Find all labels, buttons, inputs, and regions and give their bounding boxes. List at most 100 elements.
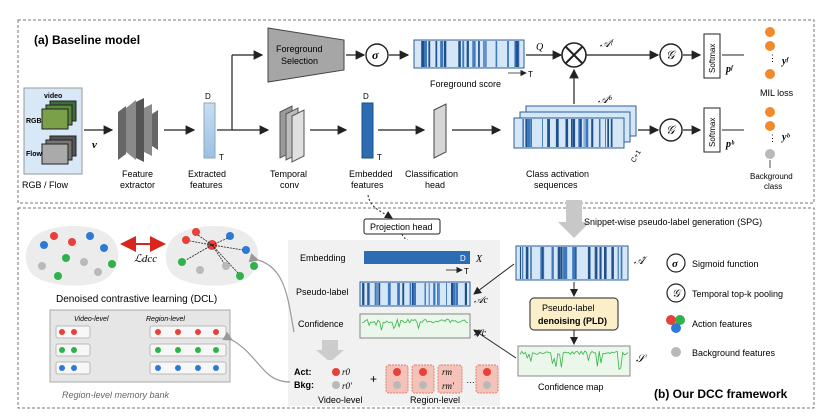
stripe (583, 119, 585, 147)
dcc-title: (b) Our DCC framework (654, 387, 788, 401)
flow-label: Flow (26, 151, 42, 158)
stripe (542, 119, 543, 147)
memory-dot (195, 329, 201, 335)
sigmoid-legend-symbol: σ (672, 258, 679, 270)
bkg-label: Bkg: (294, 380, 314, 390)
spg-arrow (558, 200, 590, 238)
stripe (565, 119, 569, 147)
pseudo-label-stripes (362, 283, 467, 305)
background-class-label-1: Background (750, 172, 793, 181)
confidence-label: Confidence (298, 319, 344, 329)
classification-head-block (433, 103, 447, 159)
stripe (478, 41, 480, 67)
fg-t-label: T (528, 70, 533, 79)
softmax-label-fg: Softmax (708, 44, 717, 73)
foreground-score-stripes (421, 41, 520, 67)
memory-dot (195, 347, 201, 353)
stripe (362, 283, 365, 305)
mb-video-level: Video-level (74, 316, 109, 323)
feature-extractor (118, 98, 158, 162)
embedded-t-label: T (377, 153, 382, 162)
stripe (579, 119, 582, 147)
memory-dot (175, 329, 181, 335)
rm-symbol: rm (442, 367, 453, 377)
stripe (522, 119, 524, 147)
extracted-features-bar (203, 102, 216, 159)
ac-symbol: 𝒜c (474, 295, 488, 306)
memory-dot (195, 365, 201, 371)
background-legend-label: Background features (692, 348, 776, 358)
foreground-selection-label-1: Foreground (276, 44, 323, 54)
baseline-title: (a) Baseline model (34, 33, 140, 47)
memory-cell (149, 361, 227, 375)
confidence-map-label: Confidence map (538, 382, 604, 392)
stripe (437, 283, 439, 305)
embed-to-projection-arrow (367, 194, 393, 219)
background-legend-icon (671, 347, 681, 357)
confidence-signal (361, 317, 469, 331)
stripe (557, 247, 561, 279)
ahat-symbol: 𝒜̂ (634, 255, 648, 267)
memory-dot (213, 365, 219, 371)
yb-symbol: yᵇ (781, 132, 790, 143)
stripe (428, 41, 431, 67)
pld-label-1: Pseudo-label (542, 303, 595, 313)
stripe (514, 41, 516, 67)
softmax-box-fg (703, 33, 721, 79)
action-legend-label: Action features (692, 319, 753, 329)
stripe (485, 41, 487, 67)
stripe (611, 247, 614, 279)
stripe (591, 119, 594, 147)
stripe (572, 247, 576, 279)
stripe (397, 283, 400, 305)
stripe (452, 283, 456, 305)
temporal-conv-label-1: Temporal (270, 169, 307, 179)
projection-head-label: Projection head (370, 222, 433, 232)
topk-legend-label: Temporal top-k pooling (692, 289, 783, 299)
stripe (551, 247, 554, 279)
action-legend-icon (666, 315, 685, 333)
stripe (587, 247, 591, 279)
stripe (543, 247, 545, 279)
stripe (467, 41, 469, 67)
mil-loss-label: MIL loss (760, 88, 794, 98)
memory-bank-rows (55, 325, 227, 375)
memory-dot (175, 347, 181, 353)
s-symbol: 𝒮 (636, 353, 648, 365)
stripe (555, 119, 559, 147)
stripe (530, 247, 532, 279)
memory-dot (155, 329, 161, 335)
stripe (446, 283, 447, 305)
dcl-cluster-left (25, 226, 119, 286)
stripe (595, 247, 598, 279)
stripe (541, 247, 543, 279)
stripe (598, 119, 601, 147)
memory-connector (222, 331, 291, 383)
pf-symbol: pᶠ (725, 64, 734, 75)
plus-sign: + (370, 372, 377, 386)
memory-dot (71, 347, 77, 353)
svg-text:⋮: ⋮ (768, 133, 777, 143)
topk-symbol-fg: 𝒢 (666, 48, 677, 62)
memory-bank-caption: Region-level memory bank (62, 390, 170, 400)
foreground-selection-label-2: Selection (281, 56, 318, 66)
pld-label-2: denoising (PLD) (538, 316, 607, 326)
stripe (464, 283, 467, 305)
embed-t-label: T (464, 267, 469, 276)
foreground-selection-block (267, 27, 345, 83)
v-symbol: v (92, 139, 97, 151)
stripe (565, 247, 568, 279)
stripe (424, 283, 426, 305)
stripe (528, 119, 531, 147)
spg-label: Snippet-wise pseudo-label generation (SP… (584, 217, 762, 227)
rmp-symbol: rm' (442, 381, 455, 391)
stripe (604, 247, 607, 279)
stripe (599, 247, 602, 279)
memory-dot (175, 365, 181, 371)
stripe (607, 119, 609, 147)
topk-node-bg (659, 118, 683, 142)
stripe (531, 119, 532, 147)
embedding-label: Embedding (300, 253, 346, 263)
stripe (472, 41, 474, 67)
memory-cell (149, 343, 227, 357)
